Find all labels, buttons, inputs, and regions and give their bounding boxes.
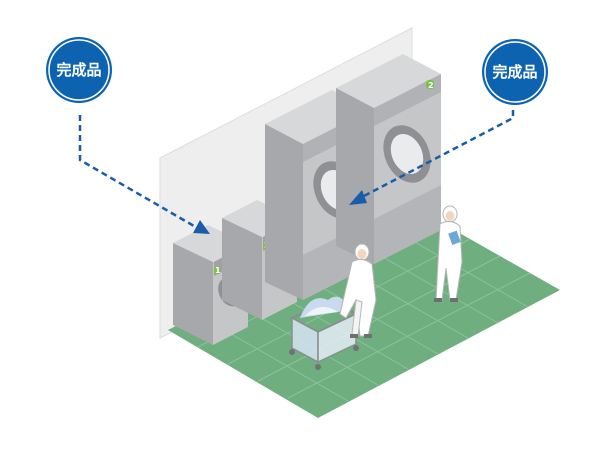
callout-right-label: 完成品: [492, 63, 537, 81]
dryer-2: 2: [336, 54, 441, 264]
washer-1-number: 1: [215, 266, 221, 275]
callout-left-label: 完成品: [56, 61, 101, 79]
dryer-2-badge: [426, 80, 434, 89]
washer-1-badge: [214, 267, 220, 274]
leader-arrow-left: [78, 115, 210, 234]
callout-left: 完成品: [46, 37, 112, 103]
leader-arrow-right: [349, 110, 515, 205]
callout-right: 完成品: [482, 39, 548, 105]
laundry-cart: [289, 296, 359, 370]
worker-clipboard: [434, 205, 463, 302]
dryer-2-number: 2: [428, 81, 434, 90]
worker-pushing: [339, 243, 377, 338]
clipboard: [448, 230, 461, 246]
